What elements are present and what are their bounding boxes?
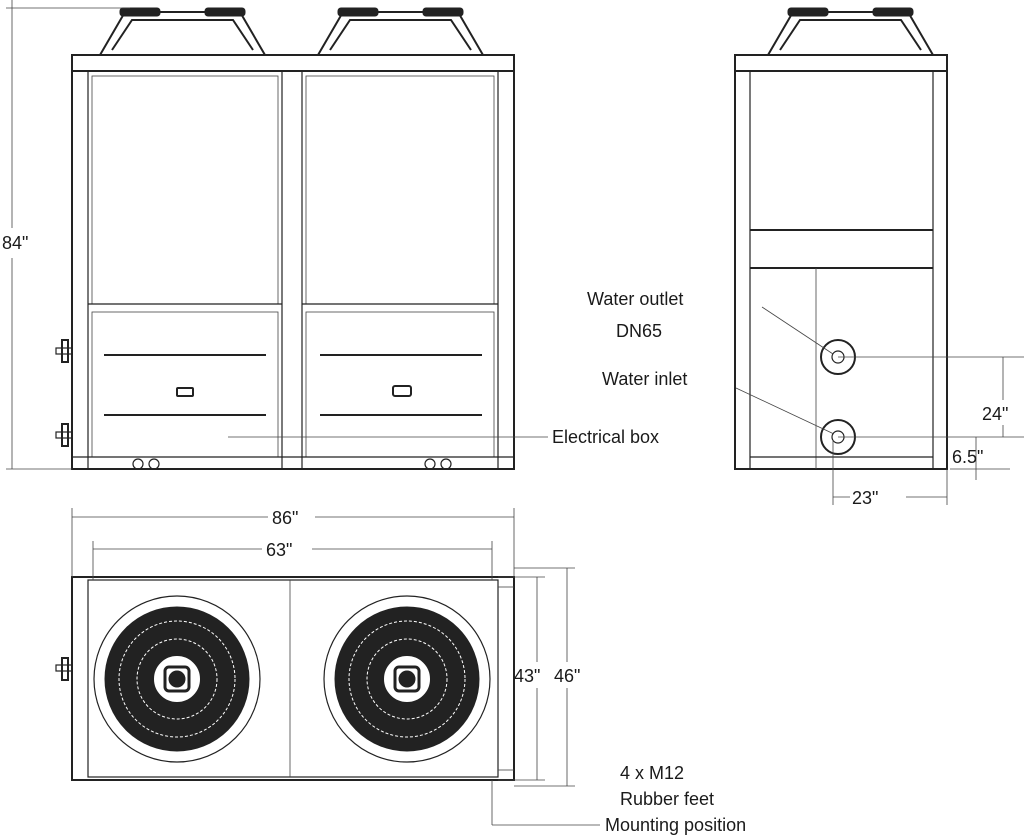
height-dimension	[6, 0, 130, 470]
height-label: 84"	[2, 233, 28, 253]
feet-label-line1: 4 x M12	[620, 763, 684, 783]
inner-width-label: 63"	[266, 540, 292, 560]
side-view	[734, 7, 948, 470]
top-dimensions	[71, 508, 600, 826]
depth-inner-label: 43"	[514, 666, 540, 686]
inlet-height-label: 6.5"	[952, 447, 983, 467]
outlet-size-label: DN65	[616, 321, 662, 341]
pipe-offset-label: 23"	[852, 488, 878, 508]
feet-label-line3: Mounting position	[605, 815, 746, 835]
water-inlet-label: Water inlet	[602, 369, 687, 389]
front-view	[55, 7, 515, 470]
depth-outer-label: 46"	[554, 666, 580, 686]
outlet-height-label: 24"	[982, 404, 1008, 424]
electrical-box-label: Electrical box	[552, 427, 659, 447]
feet-label-line2: Rubber feet	[620, 789, 714, 809]
overall-width-label: 86"	[272, 508, 298, 528]
front-fan-guard-left	[99, 7, 266, 56]
top-view	[55, 576, 515, 781]
water-outlet-label: Water outlet	[587, 289, 683, 309]
side-dimensions	[832, 356, 1024, 505]
front-fan-guard-right	[316, 7, 485, 56]
fan-left	[93, 595, 261, 763]
fan-right	[323, 595, 491, 763]
